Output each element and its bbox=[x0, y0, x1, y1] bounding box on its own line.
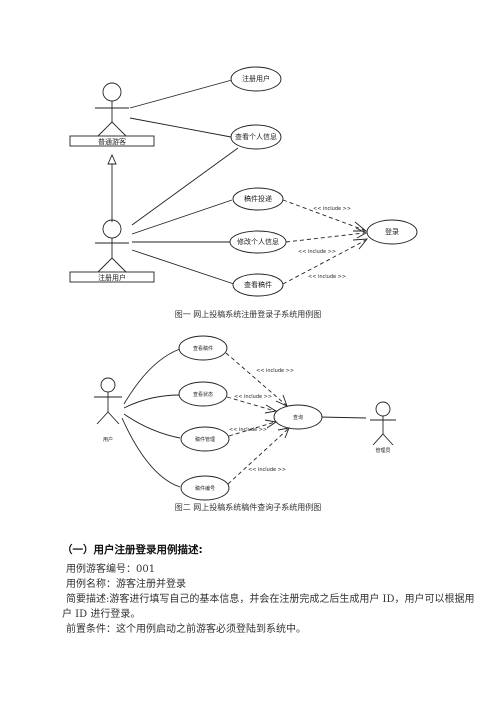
uc-submit-label: 稿件投递 bbox=[244, 194, 272, 203]
include2-mgmt-query bbox=[228, 421, 276, 437]
caption-1: 图一 网上投稿系统注册登录子系统用例图 bbox=[175, 309, 322, 319]
actor-user-label: 用户 bbox=[103, 436, 113, 443]
uc2-view-status-label: 查看状态 bbox=[193, 391, 213, 398]
uc2-article-no-label: 稿件编号 bbox=[195, 485, 215, 492]
include2-label-4: << include >> bbox=[248, 467, 286, 473]
uc-register-label: 注册用户 bbox=[242, 74, 270, 83]
assoc-reg-viewarticle bbox=[131, 249, 235, 285]
uc2-view-article-label: 查看稿件 bbox=[193, 345, 213, 352]
include-submit-login bbox=[282, 199, 365, 231]
uc-login bbox=[366, 219, 418, 245]
actor-registered-label: 注册用户 bbox=[98, 273, 126, 282]
include-edit-login bbox=[285, 232, 365, 243]
generalization-arrowhead bbox=[107, 153, 117, 165]
include2-label-2: << include >> bbox=[234, 394, 272, 400]
assoc-admin-query bbox=[319, 416, 367, 419]
include-label-3: << include >> bbox=[308, 274, 346, 280]
section-body: 用例游客编号：001 用例名称：游客注册并登录 简要描述:游客进行填写自己的基本… bbox=[62, 562, 482, 637]
include-label-2: << include >> bbox=[298, 249, 336, 255]
actor-registered: 注册用户 bbox=[69, 219, 155, 283]
uc-submit bbox=[232, 187, 284, 211]
uc2-query-label: 查询 bbox=[293, 414, 303, 421]
uc2-view-status bbox=[178, 381, 228, 407]
actor-user: 用户 bbox=[94, 377, 122, 443]
uc2-article-mgmt-label: 稿件管理 bbox=[195, 436, 215, 443]
assoc-user-articleno bbox=[121, 417, 181, 488]
desc-line-2: 用例名称：游客注册并登录 bbox=[66, 579, 186, 590]
actor-admin: 管理员 bbox=[370, 401, 396, 454]
actor-admin-label: 管理员 bbox=[375, 447, 390, 454]
assoc-reg-viewinfo bbox=[131, 147, 239, 226]
diagram-2: 用户 管理员 查看稿件 查看状态 稿件管理 稿件编号 查询 bbox=[94, 335, 396, 512]
assoc-user-mgmt bbox=[123, 413, 181, 439]
uc-view-article-label: 查看稿件 bbox=[244, 280, 272, 289]
uc2-view-article bbox=[178, 335, 228, 361]
actor-visitor: 普通游客 bbox=[69, 82, 155, 147]
assoc-reg-submit bbox=[131, 199, 233, 235]
assoc-user-viewstatus bbox=[123, 394, 181, 409]
assoc-visitor-viewinfo bbox=[129, 117, 232, 138]
uc-view-article bbox=[232, 273, 284, 297]
desc-line-4: 前置条件：这个用例启动之前游客必须登陆到系统中。 bbox=[66, 624, 306, 635]
include2-viewarticle-query bbox=[225, 352, 287, 406]
include2-label-1: << include >> bbox=[256, 368, 294, 374]
desc-line-1: 用例游客编号：001 bbox=[66, 564, 156, 575]
assoc-visitor-register bbox=[129, 79, 233, 109]
uc-register bbox=[230, 66, 282, 92]
uc2-article-mgmt bbox=[180, 426, 230, 452]
actor-visitor-label: 普通游客 bbox=[98, 137, 126, 146]
caption-2: 图二 网上投稿系统稿件查询子系统用例图 bbox=[175, 502, 322, 512]
uc-view-info-label: 查看个人信息 bbox=[235, 132, 277, 141]
uc-login-label: 登录 bbox=[385, 227, 399, 236]
include2-articleno-query bbox=[227, 428, 289, 485]
uc2-query bbox=[273, 404, 323, 430]
desc-line-3: 简要描述:游客进行填写自己的基本信息，并会在注册完成之后生成用户 ID，用户可以… bbox=[62, 594, 475, 620]
include2-viewstatus-query bbox=[226, 396, 276, 412]
section-heading: （一）用户注册登录用例描述: bbox=[62, 544, 203, 556]
uc2-article-no bbox=[180, 475, 230, 501]
assoc-user-viewarticle bbox=[123, 348, 181, 405]
include-view-login bbox=[282, 239, 367, 285]
uc-edit-info-label: 修改个人信息 bbox=[237, 237, 279, 246]
uc-view-info bbox=[230, 124, 282, 150]
include2-label-3: << include >> bbox=[229, 427, 267, 433]
diagram-1: 普通游客 注册用户 注册用户 查看个人信息 稿件投递 修改个人信息 bbox=[69, 66, 418, 319]
include-label-1: << include >> bbox=[313, 206, 351, 212]
